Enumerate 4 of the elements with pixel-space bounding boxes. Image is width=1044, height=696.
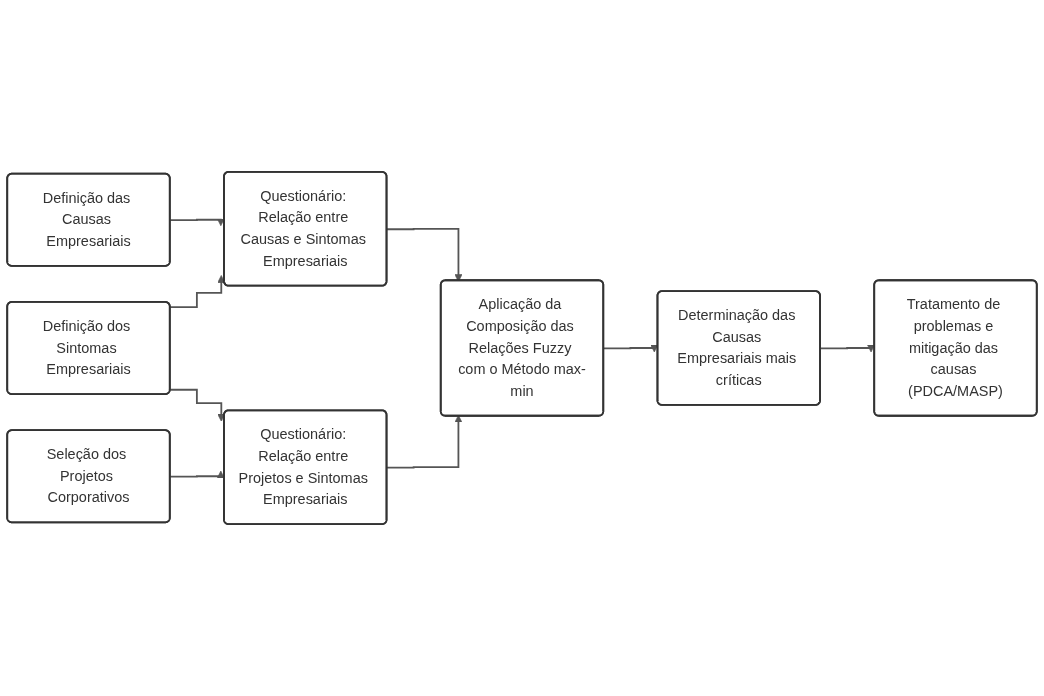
arrow: [169, 275, 226, 309]
arrow: [386, 414, 463, 469]
arrow: [169, 388, 226, 422]
arrow: [386, 227, 463, 282]
